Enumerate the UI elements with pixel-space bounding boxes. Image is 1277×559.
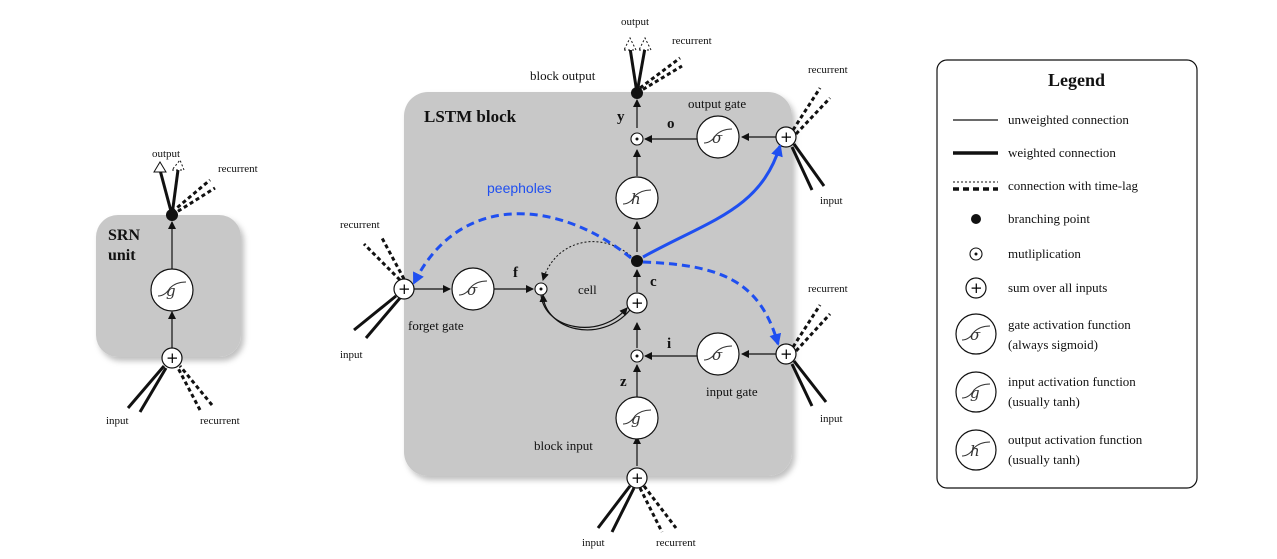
svg-text:+: + — [780, 345, 793, 363]
legend-item-label: gate activation function — [1008, 317, 1131, 332]
srn-sum-node — [161, 347, 183, 369]
legend: Legend unweighted connection weighted co… — [936, 59, 1198, 489]
legend-item-label: sum over all inputs — [1008, 280, 1107, 295]
srn-title-1: SRN — [108, 227, 140, 244]
legend-title: Legend — [1048, 70, 1105, 90]
legend-sigma-symbol: σ — [970, 326, 981, 344]
block-input-g-symbol: g — [631, 410, 641, 428]
legend-branch-icon — [971, 214, 981, 224]
legend-item-sub: (usually tanh) — [1008, 452, 1080, 467]
input-sigma-symbol: σ — [712, 346, 723, 364]
cell-branch-point — [631, 255, 643, 267]
srn-recurrent-bottom-label: recurrent — [200, 415, 240, 427]
srn-g-node — [150, 268, 194, 312]
input-gate-label: input gate — [706, 384, 758, 399]
srn-recurrent-top-label: recurrent — [218, 163, 258, 175]
lstm-output-label: output — [621, 16, 649, 28]
output-sigma-symbol: σ — [712, 129, 723, 147]
block-output-label: block output — [530, 68, 596, 83]
legend-sum-icon — [965, 277, 987, 299]
lstm-recurrent-bottom-label: recurrent — [656, 537, 696, 549]
peephole-input — [642, 260, 782, 346]
svg-text:+: + — [970, 279, 983, 297]
svg-text:+: + — [398, 280, 411, 298]
srn-unit: SRN unit g + output recurrent input recu… — [96, 148, 258, 427]
ig-recurrent-label: recurrent — [808, 283, 848, 295]
legend-box — [936, 59, 1198, 489]
peepholes-label: peepholes — [487, 180, 552, 196]
srn-title-2: unit — [108, 247, 136, 264]
lstm-title: LSTM block — [424, 107, 517, 126]
legend-sigma-icon — [955, 313, 997, 355]
og-recurrent-label: recurrent — [808, 64, 848, 76]
og-input-label: input — [820, 195, 843, 207]
forget-recurrent-label: recurrent — [340, 219, 380, 231]
legend-item-label: connection with time-lag — [1008, 178, 1138, 193]
legend-g-symbol: g — [970, 384, 980, 402]
forget-input-label: input — [340, 349, 363, 361]
svg-text:+: + — [631, 469, 644, 487]
svg-text:+: + — [166, 349, 179, 367]
srn-output-label: output — [152, 148, 180, 160]
var-o: o — [667, 116, 675, 132]
legend-item-label: branching point — [1008, 211, 1090, 226]
legend-item-label: input activation function — [1008, 374, 1136, 389]
legend-h-symbol: h — [970, 442, 980, 460]
output-h-node — [615, 176, 659, 220]
var-z: z — [620, 374, 627, 390]
var-y: y — [617, 109, 625, 125]
legend-item-label: weighted connection — [1008, 145, 1116, 160]
legend-h-icon — [955, 429, 997, 471]
srn-g-symbol: g — [166, 282, 176, 300]
input-gate-sigma — [696, 332, 740, 376]
lstm-block: LSTM block + g block input z + c cell h — [340, 16, 848, 549]
block-input-g-node — [615, 396, 659, 440]
lstm-recurrent-top-label: recurrent — [672, 35, 712, 47]
cell-label: cell — [578, 282, 597, 297]
output-gate-label: output gate — [688, 96, 746, 111]
output-gate-sigma — [696, 115, 740, 159]
srn-input-label: input — [106, 415, 129, 427]
var-f: f — [513, 265, 519, 281]
forget-gate-label: forget gate — [408, 318, 464, 333]
forget-sigma-symbol: σ — [467, 281, 478, 299]
output-h-symbol: h — [631, 190, 641, 208]
peephole-output — [642, 144, 783, 259]
svg-text:+: + — [631, 294, 644, 312]
legend-item-label: output activation function — [1008, 432, 1143, 447]
legend-item-label: unweighted connection — [1008, 112, 1129, 127]
legend-item-sub: (usually tanh) — [1008, 394, 1080, 409]
ig-input-label: input — [820, 413, 843, 425]
legend-item-sub: (always sigmoid) — [1008, 337, 1098, 352]
legend-g-icon — [955, 371, 997, 413]
block-input-sum — [626, 467, 648, 489]
var-c: c — [650, 274, 657, 290]
lstm-input-bottom-label: input — [582, 537, 605, 549]
lstm-box — [404, 92, 792, 476]
var-i: i — [667, 336, 671, 352]
svg-text:+: + — [780, 128, 793, 146]
cell-sum — [626, 292, 648, 314]
block-input-label: block input — [534, 438, 593, 453]
legend-item-label: mutliplication — [1008, 246, 1081, 261]
